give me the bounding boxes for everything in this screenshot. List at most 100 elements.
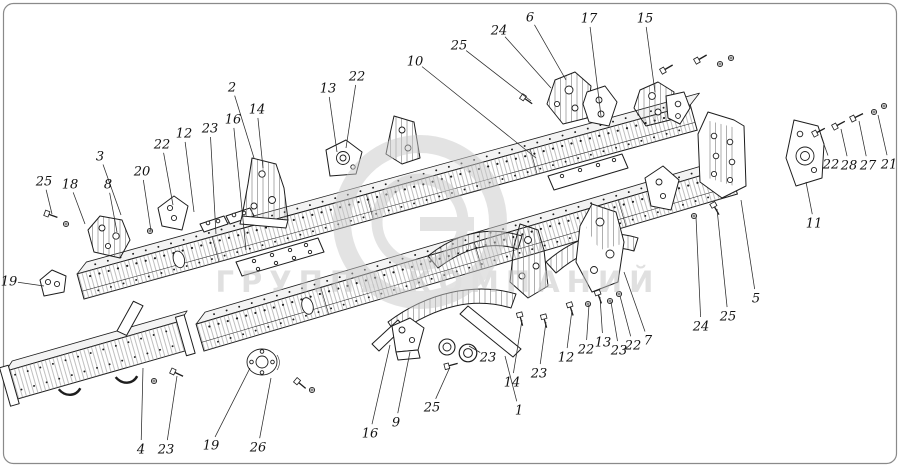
small-bracket-19-left — [39, 269, 67, 297]
gusset-bracket — [644, 165, 680, 211]
callout-7: 7 — [644, 334, 653, 349]
callout-25: 25 — [719, 310, 737, 325]
rear-crossmember-end — [697, 111, 747, 199]
leader-line-25 — [716, 208, 728, 308]
leader-line-5 — [740, 199, 756, 290]
front-spring-bracket — [87, 215, 131, 259]
callout-16: 16 — [225, 113, 242, 128]
leader-line-23 — [610, 301, 618, 342]
reinforcement-plate-rear — [547, 153, 629, 191]
callout-1: 1 — [515, 404, 523, 419]
callout-23: 23 — [610, 344, 628, 359]
callout-13: 13 — [320, 82, 337, 97]
leader-line-16 — [233, 127, 247, 251]
callout-25: 25 — [423, 401, 441, 416]
leader-line-25 — [45, 189, 53, 215]
leader-line-4 — [140, 367, 144, 441]
nut-icon — [606, 297, 614, 305]
rear-hanger-cluster-right — [633, 81, 691, 127]
leader-line-14 — [513, 319, 523, 374]
callout-23: 23 — [157, 443, 175, 458]
leader-line-19 — [17, 281, 45, 287]
callout-22: 22 — [153, 138, 171, 153]
leader-line-12 — [566, 309, 573, 349]
bolt-icon — [539, 313, 550, 330]
watermark-logo-ring — [333, 135, 507, 309]
leader-line-7 — [623, 271, 646, 332]
callout-19: 19 — [1, 275, 18, 290]
leader-line-27 — [858, 120, 867, 157]
leader-line-11 — [805, 181, 813, 215]
callout-22: 22 — [577, 343, 595, 358]
callout-4: 4 — [136, 443, 145, 458]
shackle-bracket — [157, 195, 189, 231]
leader-line-20 — [142, 179, 152, 232]
leader-line-13 — [328, 96, 338, 153]
callout-22: 22 — [624, 339, 642, 354]
callout-23: 23 — [201, 122, 219, 137]
callout-16: 16 — [362, 427, 379, 442]
bolt-icon — [292, 376, 309, 392]
bolt-icon — [709, 200, 723, 217]
leader-line-6 — [534, 24, 567, 81]
nut-icon — [150, 377, 158, 385]
side-bracket-11 — [785, 119, 825, 187]
leader-line-3 — [102, 164, 122, 216]
leader-line-23 — [210, 136, 217, 235]
engine-mount-bracket — [239, 157, 289, 229]
leader-line-22 — [619, 295, 632, 337]
leader-line-24 — [695, 216, 701, 318]
leader-line-12 — [184, 141, 195, 213]
leader-line-23 — [539, 321, 547, 365]
leader-line-22 — [586, 304, 590, 341]
leader-line-19 — [214, 367, 251, 438]
callout-6: 6 — [526, 11, 534, 26]
callout-25: 25 — [450, 39, 468, 54]
bolt-icon — [518, 93, 535, 107]
nut-icon — [716, 60, 724, 68]
callout-22: 22 — [348, 70, 366, 85]
callout-26: 26 — [249, 441, 267, 456]
leader-line-1 — [504, 355, 518, 402]
shackle-plate-1 — [199, 215, 229, 233]
callout-14: 14 — [249, 103, 266, 118]
nut-icon — [308, 386, 316, 394]
callout-28: 28 — [840, 159, 858, 174]
callout-25: 25 — [35, 175, 53, 190]
callout-24: 24 — [692, 320, 710, 335]
callout-2: 2 — [227, 81, 236, 96]
bolt-icon — [830, 118, 847, 131]
leader-line-15 — [645, 26, 656, 93]
callout-22: 22 — [822, 158, 840, 173]
callout-13: 13 — [595, 336, 612, 351]
leader-line-28 — [840, 128, 848, 157]
watermark: ГРУППА КОМПАНИЙ — [216, 135, 653, 309]
leader-line-25 — [435, 366, 451, 399]
bolt-icon — [565, 301, 577, 318]
spring-hanger-front — [509, 223, 549, 299]
leader-line-9 — [397, 351, 411, 414]
callout-18: 18 — [62, 178, 79, 193]
leader-line-8 — [109, 192, 118, 233]
front-bumper-assembly — [0, 300, 196, 407]
callout-20: 20 — [133, 165, 151, 180]
leader-line-22 — [345, 84, 357, 149]
callout-12: 12 — [176, 127, 193, 142]
leader-line-23 — [468, 345, 481, 353]
bolt-icon — [692, 51, 709, 65]
leader-line-17 — [589, 26, 602, 117]
callout-15: 15 — [637, 12, 654, 27]
leader-line-2 — [234, 95, 255, 159]
leader-line-10 — [421, 66, 537, 159]
frame-drawing — [0, 51, 888, 407]
callout-21: 21 — [880, 158, 898, 173]
callout-17: 17 — [581, 12, 598, 27]
leader-line-23 — [166, 375, 178, 441]
nut-icon — [62, 220, 70, 228]
bushing-2 — [458, 343, 478, 363]
nut-icon — [880, 102, 888, 110]
